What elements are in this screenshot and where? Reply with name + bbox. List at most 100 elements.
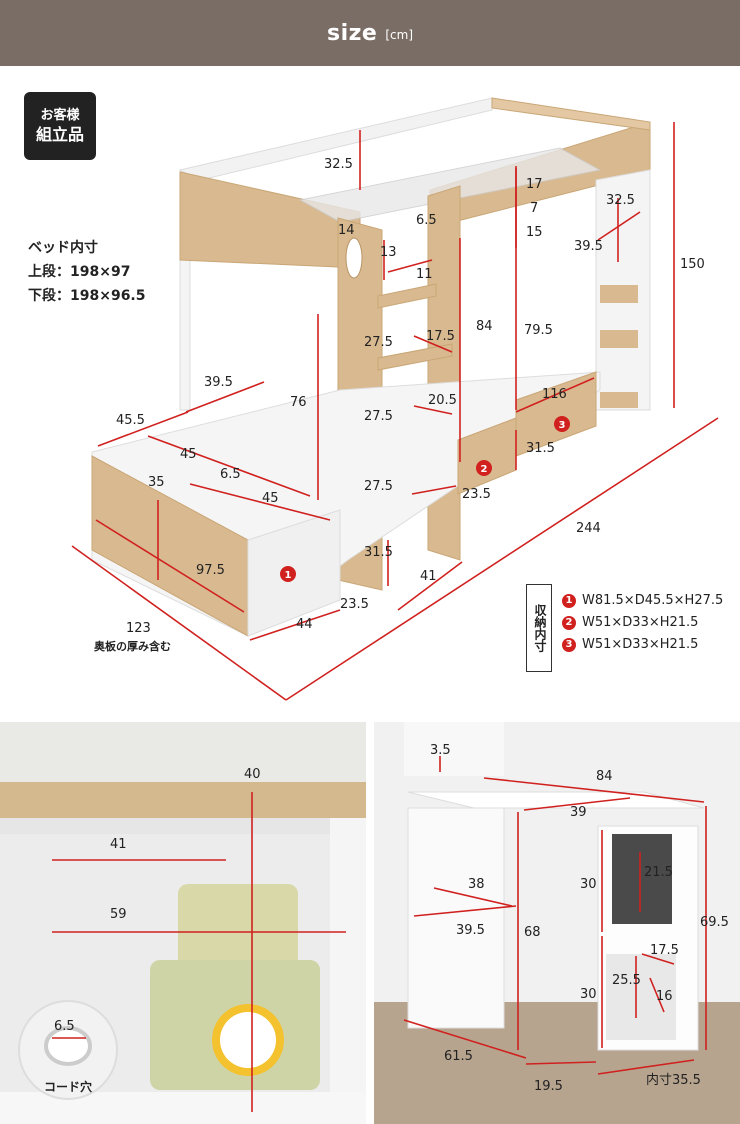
label-desk-17-5: 17.5 xyxy=(650,943,679,958)
label-desk-19-5: 19.5 xyxy=(534,1079,563,1094)
storage-num-3: 3 xyxy=(562,638,576,652)
dim-line-45-a xyxy=(147,435,311,497)
cord-hole-inset: 6.5 xyxy=(18,1000,118,1100)
dim-line-39-5-right xyxy=(597,211,641,241)
header-title: size xyxy=(326,20,378,46)
inner-size-title: ベッド内寸 xyxy=(28,240,98,256)
label-123-note: 奥板の厚み含む xyxy=(93,639,171,653)
badge-line1: お客様 xyxy=(40,108,80,123)
storage-text-2: W51×D33×H21.5 xyxy=(582,615,699,630)
dim-line-20-5 xyxy=(413,405,453,415)
drawer-marker-2-text: 2 xyxy=(481,464,488,475)
label-under-40: 40 xyxy=(244,767,261,782)
dimension-lines xyxy=(71,122,719,701)
label-79-5: 79.5 xyxy=(524,323,553,338)
storage-item-2: 2 W51×D33×H21.5 xyxy=(562,612,723,634)
drawer-marker-3 xyxy=(554,416,570,432)
label-desk-16: 16 xyxy=(656,989,673,1004)
label-cord-6-5: 6.5 xyxy=(54,1019,75,1034)
photo-desk: 3.5 84 39 38 39.5 68 30 21.5 69.5 17.5 2… xyxy=(374,722,740,1124)
dim-line-123 xyxy=(71,545,287,701)
label-20-5: 20.5 xyxy=(428,393,457,408)
inner-size-upper: 上段：198×97 xyxy=(28,264,131,280)
photo-under-bed: 40 41 59 xyxy=(0,722,366,1124)
label-desk-38: 38 xyxy=(468,877,485,892)
label-35: 35 xyxy=(148,475,165,490)
label-11: 11 xyxy=(416,267,433,282)
cord-hole-label: コード穴 xyxy=(44,1080,93,1094)
label-244: 244 xyxy=(576,521,601,536)
dim-line-11 xyxy=(387,259,433,273)
label-27-5-b: 27.5 xyxy=(364,409,393,424)
label-31-5-base: 31.5 xyxy=(364,545,393,560)
label-39-5-left: 39.5 xyxy=(204,375,233,390)
desk-illustration: 3.5 84 39 38 39.5 68 30 21.5 69.5 17.5 2… xyxy=(374,722,740,1124)
label-17-5: 17.5 xyxy=(426,329,455,344)
label-desk-inner-35-5: 内寸35.5 xyxy=(646,1072,701,1088)
bed-illustration xyxy=(91,97,651,637)
size-header: size [cm] xyxy=(0,0,740,66)
dim-line-45-5 xyxy=(97,411,189,447)
label-23-5-step: 23.5 xyxy=(462,487,491,502)
label-14: 14 xyxy=(338,223,355,238)
cord-hole-illustration: 6.5 xyxy=(44,1019,92,1066)
drawer-marker-1 xyxy=(280,566,296,582)
label-45-b: 45 xyxy=(262,491,279,506)
label-desk-69-5: 69.5 xyxy=(700,915,729,930)
drawer-marker-1-text: 1 xyxy=(285,570,292,581)
storage-num-2: 2 xyxy=(562,616,576,630)
label-32-5-top: 32.5 xyxy=(324,157,353,172)
label-41: 41 xyxy=(420,569,437,584)
label-32-5-right: 32.5 xyxy=(606,193,635,208)
label-under-41: 41 xyxy=(110,837,127,852)
dim-line-44 xyxy=(249,609,341,641)
assembly-badge: お客様 組立品 xyxy=(24,92,96,160)
header-unit: [cm] xyxy=(385,28,414,42)
label-45-5: 45.5 xyxy=(116,413,145,428)
label-13: 13 xyxy=(380,245,397,260)
label-39-5-right: 39.5 xyxy=(574,239,603,254)
drawer-markers: 1 2 3 xyxy=(280,416,570,582)
storage-num-1: 1 xyxy=(562,594,576,608)
label-desk-21-5: 21.5 xyxy=(644,865,673,880)
label-desk-3-5: 3.5 xyxy=(430,743,451,758)
label-27-5-a: 27.5 xyxy=(364,335,393,350)
label-desk-68: 68 xyxy=(524,925,541,940)
bed-inner-size: ベッド内寸 上段：198×97 下段：198×96.5 xyxy=(28,236,146,308)
dim-line-45-b xyxy=(189,483,331,521)
label-45-a: 45 xyxy=(180,447,197,462)
label-desk-30-b: 30 xyxy=(580,987,597,1002)
label-desk-30-a: 30 xyxy=(580,877,597,892)
storage-item-1: 1 W81.5×D45.5×H27.5 xyxy=(562,590,723,612)
label-27-5-c: 27.5 xyxy=(364,479,393,494)
dim-line-23-5-step xyxy=(411,485,457,495)
dim-line-17-5 xyxy=(413,335,453,353)
label-desk-39-5: 39.5 xyxy=(456,923,485,938)
dim-line-41 xyxy=(397,561,463,611)
dimension-labels: 32.5 14 6.5 17 7 15 32.5 39.5 150 13 11 … xyxy=(93,157,705,653)
label-116: 116 xyxy=(542,387,567,402)
dim-line-116 xyxy=(515,377,595,413)
label-6-5-mid: 6.5 xyxy=(220,467,241,482)
label-84: 84 xyxy=(476,319,493,334)
label-15: 15 xyxy=(526,225,543,240)
bed-dimension-diagram: 32.5 14 6.5 17 7 15 32.5 39.5 150 13 11 … xyxy=(71,97,719,701)
dim-line-39-5 xyxy=(185,381,265,413)
label-150: 150 xyxy=(680,257,705,272)
storage-text-3: W51×D33×H21.5 xyxy=(582,637,699,652)
label-44: 44 xyxy=(296,617,313,632)
badge-line2: 組立品 xyxy=(35,125,84,144)
dim-line-97-5 xyxy=(95,519,245,613)
label-17: 17 xyxy=(526,177,543,192)
label-desk-25-5: 25.5 xyxy=(612,973,641,988)
label-6-5-hole: 6.5 xyxy=(416,213,437,228)
label-desk-84: 84 xyxy=(596,769,613,784)
label-76: 76 xyxy=(290,395,307,410)
label-97-5: 97.5 xyxy=(196,563,225,578)
label-desk-39: 39 xyxy=(570,805,587,820)
label-31-5-drawer: 31.5 xyxy=(526,441,555,456)
label-desk-61-5: 61.5 xyxy=(444,1049,473,1064)
storage-inner-title: 収納内寸 xyxy=(526,584,552,672)
inner-size-lower: 下段：198×96.5 xyxy=(28,288,146,304)
dim-line-244 xyxy=(285,417,719,701)
